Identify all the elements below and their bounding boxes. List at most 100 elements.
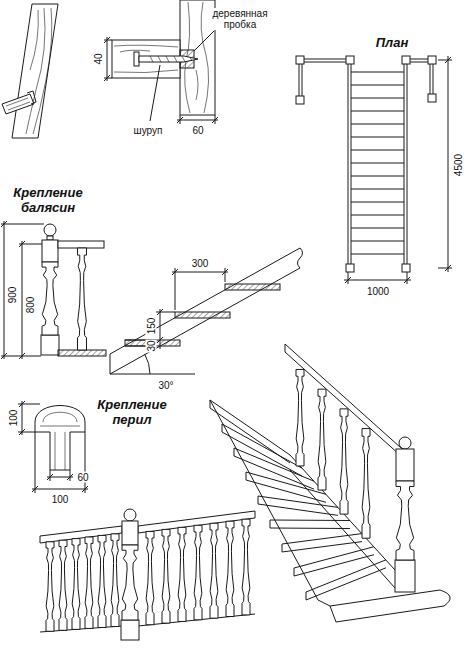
stair-plan (351, 137, 404, 138)
gallery-railing (59, 540, 67, 630)
dimension-line (19, 241, 42, 359)
dimension-text: 900 (7, 286, 18, 305)
dimension-line (104, 37, 112, 81)
dimension-line (177, 115, 218, 124)
stair-plan (351, 202, 404, 203)
gallery-railing (194, 525, 202, 620)
leader-line (150, 31, 214, 121)
stair-perspective (258, 496, 338, 515)
dimension-line (438, 56, 452, 272)
view-title: План (376, 35, 409, 50)
part-label: деревянная пробка (209, 8, 271, 30)
newel-and-baluster (58, 350, 106, 356)
stair-perspective (285, 344, 410, 464)
stair-perspective (362, 429, 370, 539)
stair-section (110, 268, 300, 374)
stair-perspective (318, 389, 326, 490)
newel-and-baluster (58, 241, 104, 248)
stair-plan (428, 94, 436, 102)
dimension-line (172, 268, 228, 310)
dimension-line (104, 37, 218, 124)
stair-perspective (210, 344, 450, 622)
dimension-line (1, 221, 44, 359)
gallery-railing (122, 521, 138, 545)
dimension-text: 60 (76, 472, 89, 483)
newel-and-baluster (41, 224, 106, 356)
post-beam-joint (112, 0, 215, 115)
gallery-railing (40, 526, 122, 543)
gallery-railing (210, 523, 218, 618)
newel-and-baluster (47, 236, 53, 240)
dimension-text: 100 (51, 494, 70, 505)
stair-perspective (396, 449, 414, 481)
stringer-joint (33, 8, 52, 134)
stair-plan (406, 59, 433, 98)
stair-plan (296, 96, 304, 104)
stair-plan (351, 124, 404, 125)
gallery-railing (162, 529, 170, 623)
stringer-joint (27, 91, 36, 104)
handrail-profile (35, 406, 85, 471)
stringer-joint (6, 98, 30, 110)
dimension-line (344, 272, 411, 284)
stringer-joint (30, 10, 38, 70)
leader-line (194, 31, 214, 51)
stringer-joint (2, 4, 58, 138)
gallery-railing (121, 620, 139, 640)
post-beam-joint (139, 56, 198, 62)
stair-plan (351, 60, 352, 268)
stair-plan (351, 228, 404, 229)
stair-plan (351, 163, 404, 164)
dimension-text: 800 (25, 296, 36, 315)
gallery-railing (226, 521, 234, 616)
stair-perspective (294, 547, 374, 576)
stair-plan (407, 60, 408, 268)
stair-plan (351, 189, 404, 190)
newel-and-baluster (42, 262, 58, 335)
post-beam-joint (150, 56, 192, 62)
dimension-line (344, 56, 452, 284)
gallery-railing (242, 519, 250, 615)
dimension-line (1, 221, 44, 359)
stringer-joint (12, 4, 58, 138)
dimension-line (125, 268, 228, 349)
dimension-line (47, 470, 73, 481)
stair-perspective (282, 534, 362, 552)
post-beam-joint (201, 2, 208, 113)
stair-section (298, 248, 303, 268)
stair-plan (351, 150, 404, 151)
dimension-line (18, 401, 40, 435)
stair-plan (351, 241, 404, 242)
newel-and-baluster (41, 335, 59, 355)
dimension-text: 1000 (366, 286, 390, 297)
stair-plan (351, 254, 404, 255)
gallery-railing (122, 545, 138, 620)
dimension-text: 40 (93, 52, 104, 65)
gallery-railing (46, 542, 54, 631)
part-label: шуруп (134, 125, 163, 136)
dimension-text: 300 (191, 258, 210, 269)
view-title: Крепление перил (87, 397, 177, 427)
stair-plan (351, 85, 404, 86)
stair-perspective (340, 409, 348, 514)
gallery-railing (98, 535, 106, 627)
stair-perspective (306, 560, 386, 600)
dimension-text: 4500 (453, 153, 464, 177)
newel-and-baluster (42, 240, 58, 262)
gallery-railing (146, 531, 154, 624)
dimension-line (32, 432, 88, 493)
newel-and-baluster (78, 248, 87, 350)
gallery-railing (72, 539, 80, 630)
view-title: Крепление балясин (5, 185, 91, 215)
stair-section (110, 354, 111, 374)
stair-plan (351, 215, 404, 216)
stair-section (110, 374, 195, 375)
handrail-profile (40, 412, 80, 470)
stair-section (225, 284, 280, 290)
gallery-railing (111, 534, 119, 627)
dimension-text: 60 (191, 125, 204, 136)
stair-perspective (330, 590, 450, 622)
stair-plan (299, 59, 350, 100)
dimension-text: 30 (146, 339, 157, 352)
